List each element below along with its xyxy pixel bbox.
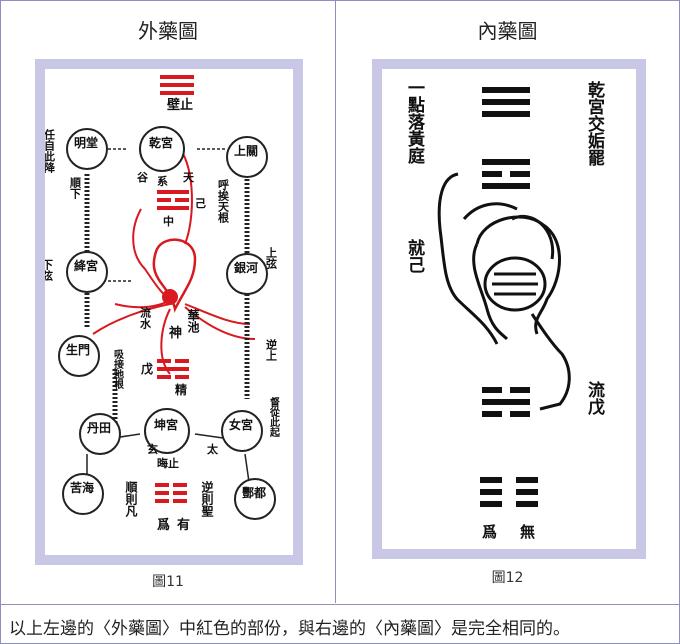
inner-medicine-panel: 內藥圖 xyxy=(336,1,679,603)
outer-medicine-caption: 圖11 xyxy=(152,574,184,590)
label-dian-luo: 一點落黃庭 xyxy=(404,79,426,165)
footer-text: 以上左邊的〈外藥圖〉中紅色的部份，與右邊的〈內藥圖〉是完全相同的。 xyxy=(9,619,570,639)
label-tian: 天 xyxy=(183,171,195,184)
label-wei: 爲 xyxy=(482,523,497,541)
label-hua-chi: 華池 xyxy=(186,308,200,334)
label-gu: 谷 xyxy=(137,170,149,184)
footer-note: 以上左邊的〈外藥圖〉中紅色的部份，與右邊的〈內藥圖〉是完全相同的。 xyxy=(1,604,679,644)
label-qian-gong-jiao: 乾宮交姤罷 xyxy=(584,80,605,167)
label-shang-xian: 上弦 xyxy=(265,246,278,270)
label-shun-ze-fan: 順則凡 xyxy=(124,480,138,518)
label-liu-wu: 流戊 xyxy=(584,380,605,416)
label-shang-guan: 上關 xyxy=(234,143,258,158)
inner-medicine-image: 一點落黃庭 乾宮交姤罷 就己 流戊 爲 無 xyxy=(372,59,646,559)
label-wu: 戊 xyxy=(140,361,153,376)
label-ku-hai: 苦海 xyxy=(70,480,94,495)
label-zhong: 中 xyxy=(163,214,174,228)
label-you: 有 xyxy=(177,517,190,533)
label-xi: 系 xyxy=(157,174,168,188)
label-xi-jie: 吸接地根 xyxy=(112,349,124,390)
label-ren-zi-jiang: 任自此降 xyxy=(45,128,56,174)
outer-medicine-diagram: 壁止 乾宮 明堂 上關 任自此降 順下 谷 系 天 呼挨天根 己 中 絳宮 下弦 xyxy=(45,75,281,533)
label-ming-tang: 明堂 xyxy=(74,135,98,150)
label-jiang-gong: 絳宮 xyxy=(74,258,98,273)
label-ni-shang: 逆上 xyxy=(265,338,278,361)
label-tai: 太 xyxy=(206,442,219,456)
label-feng-du: 酆都 xyxy=(242,485,266,500)
outer-medicine-title: 外藥圖 xyxy=(138,19,198,43)
label-jing: 精 xyxy=(175,382,187,397)
label-dan-tian: 丹田 xyxy=(87,421,111,435)
inner-medicine-caption: 圖12 xyxy=(491,570,524,586)
inner-medicine-diagram: 一點落黃庭 乾宮交姤罷 就己 流戊 爲 無 xyxy=(404,79,605,541)
label-zhi-bottom: 晦止 xyxy=(157,456,179,470)
label-ji: 己 xyxy=(195,197,206,210)
label-shen: 神 xyxy=(169,325,182,341)
inner-medicine-title: 內藥圖 xyxy=(477,19,538,43)
label-xuan: 玄 xyxy=(147,442,158,456)
label-sheng-men: 生門 xyxy=(66,342,90,357)
label-du-cong: 督從此起 xyxy=(268,396,281,438)
outer-medicine-panel: 外藥圖 xyxy=(1,1,336,603)
label-hu-xi: 呼挨天根 xyxy=(217,178,230,224)
label-yin-he: 銀河 xyxy=(233,260,258,275)
label-qian-gong: 乾宮 xyxy=(149,135,173,150)
label-jiu-ji: 就己 xyxy=(404,238,425,273)
label-liu-shui: 流水 xyxy=(139,306,152,330)
label-xia-xian: 下弦 xyxy=(45,259,54,282)
label-zhi-top: 壁止 xyxy=(167,97,193,113)
label-nv-gong: 女宮 xyxy=(229,417,253,432)
label-wu: 無 xyxy=(520,523,535,541)
outer-medicine-image: 壁止 乾宮 明堂 上關 任自此降 順下 谷 系 天 呼挨天根 己 中 絳宮 下弦 xyxy=(35,59,303,565)
label-shun-xia: 順下 xyxy=(69,176,82,200)
label-ni-ze-sheng: 逆則聖 xyxy=(200,480,214,518)
label-kun-gong: 坤宮 xyxy=(154,417,178,432)
label-wei: 爲 xyxy=(157,517,170,533)
